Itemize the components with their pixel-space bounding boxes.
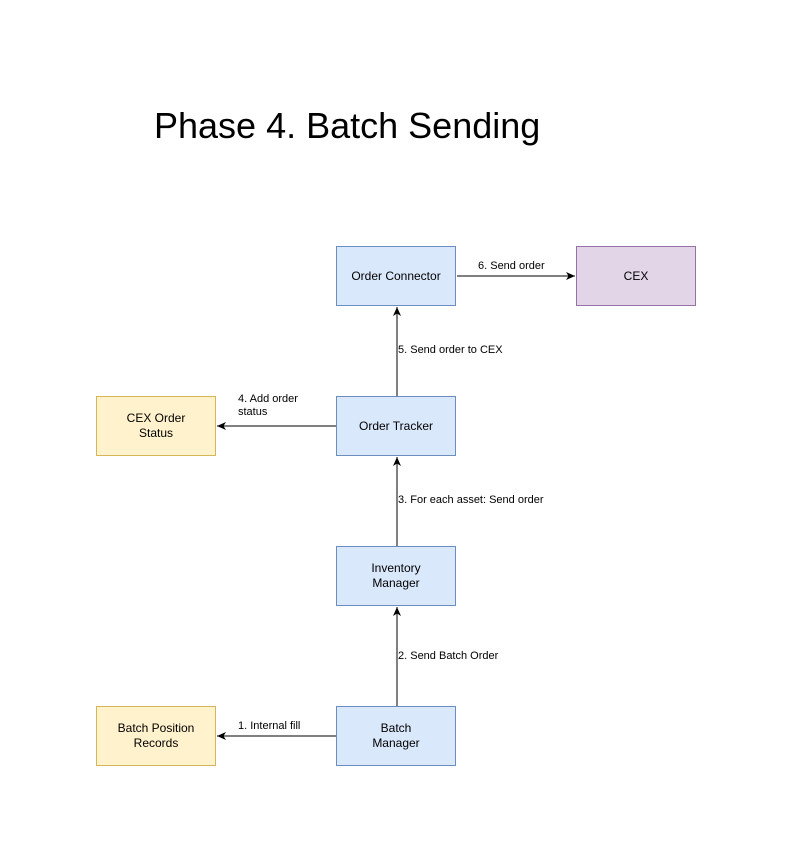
node-batch-position-records[interactable]: Batch Position Records [96, 706, 216, 766]
edge-label-send-order-each-asset: 3. For each asset: Send order [398, 494, 544, 506]
node-batch-position-records-label: Batch Position Records [117, 721, 195, 750]
edge-label-send-batch-order: 2. Send Batch Order [398, 650, 499, 662]
node-order-connector-label: Order Connector [351, 268, 441, 283]
node-order-connector[interactable]: Order Connector [336, 246, 456, 306]
node-batch-manager-label: Batch Manager [372, 721, 420, 750]
diagram-title: Phase 4. Batch Sending [154, 105, 541, 146]
node-order-tracker-label: Order Tracker [358, 418, 433, 433]
node-order-tracker[interactable]: Order Tracker [336, 396, 456, 456]
edge-label-send-order-to-cex: 5. Send order to CEX [398, 344, 503, 356]
node-inventory-manager[interactable]: Inventory Manager [336, 546, 456, 606]
node-cex-label: CEX [623, 268, 649, 283]
node-batch-manager[interactable]: Batch Manager [336, 706, 456, 766]
node-cex-order-status-label: CEX Order Status [126, 411, 186, 440]
node-cex-order-status[interactable]: CEX Order Status [96, 396, 216, 456]
edge-label-internal-fill: 1. Internal fill [238, 720, 301, 732]
edge-label-send-order: 6. Send order [478, 260, 545, 272]
node-cex[interactable]: CEX [576, 246, 696, 306]
node-inventory-manager-label: Inventory Manager [371, 561, 421, 590]
edge-label-add-order-status: 4. Add order status [238, 393, 298, 418]
